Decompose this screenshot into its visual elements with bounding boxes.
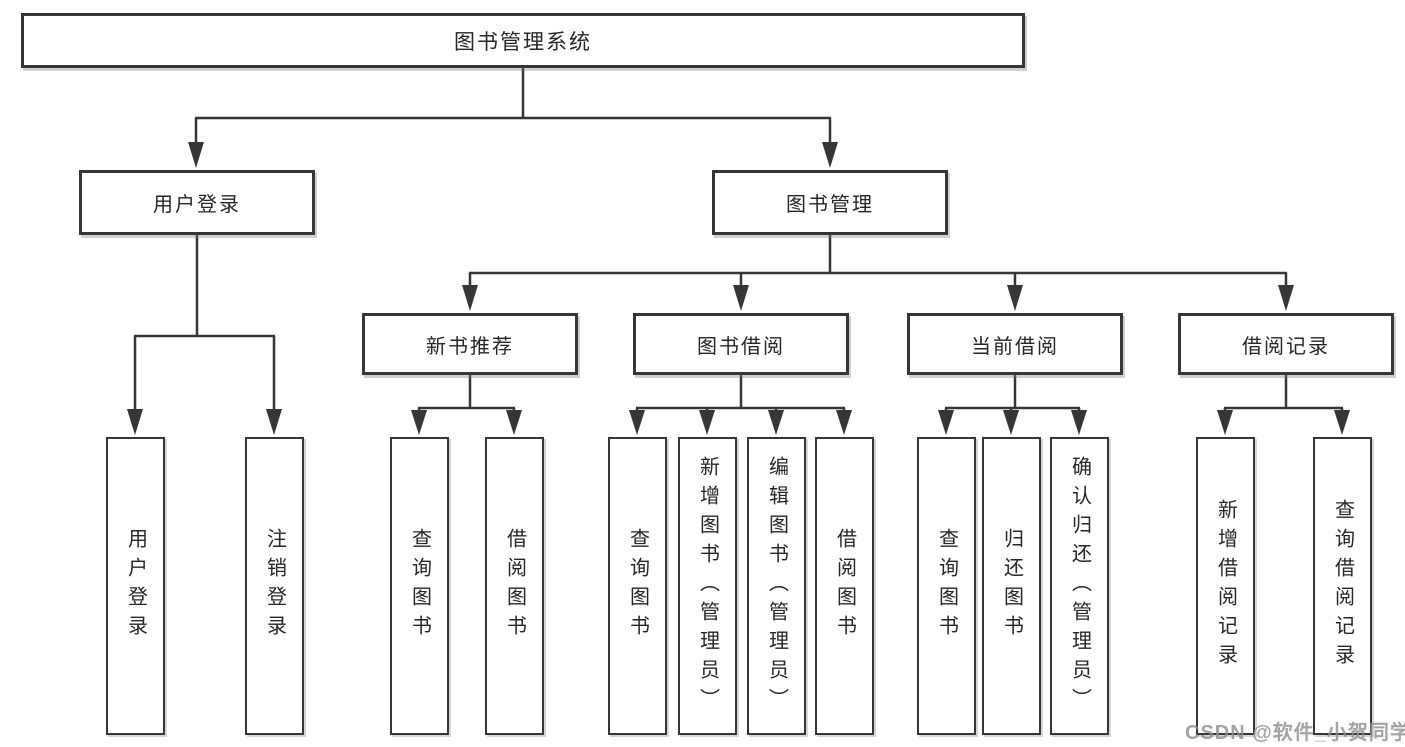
leaf-confirm-return-admin-label: 确认归还（管理员） <box>1068 455 1091 717</box>
node-new-book-recommend-label: 新书推荐 <box>426 335 514 358</box>
node-book-management-label: 图书管理 <box>786 194 874 216</box>
leaf-user-login-label: 用户登录 <box>124 528 147 644</box>
leaf-logout: 注销登录 <box>245 437 304 735</box>
leaf-add-borrow-record: 新增借阅记录 <box>1196 437 1255 735</box>
leaf-query-books-current-label: 查询图书 <box>935 528 958 644</box>
node-root-label: 图书管理系统 <box>454 30 592 54</box>
leaf-confirm-return-admin: 确认归还（管理员） <box>1050 437 1109 735</box>
leaf-query-borrow-record-label: 查询借阅记录 <box>1331 499 1354 673</box>
leaf-add-book-admin: 新增图书（管理员） <box>678 437 737 735</box>
leaf-borrow-books-recommend-label: 借阅图书 <box>503 528 526 644</box>
leaf-query-books-borrow-label: 查询图书 <box>626 528 649 644</box>
node-borrow-records: 借阅记录 <box>1178 313 1394 375</box>
node-current-borrow: 当前借阅 <box>907 313 1123 375</box>
leaf-borrow-books-borrow: 借阅图书 <box>815 437 874 735</box>
leaf-logout-label: 注销登录 <box>263 528 286 644</box>
node-book-management: 图书管理 <box>712 170 948 235</box>
leaf-borrow-books-borrow-label: 借阅图书 <box>833 528 856 644</box>
leaf-user-login: 用户登录 <box>106 437 165 735</box>
csdn-watermark: CSDN @软件_小贺同学 <box>1185 722 1405 744</box>
leaf-query-borrow-record: 查询借阅记录 <box>1313 437 1372 735</box>
leaf-query-books-recommend: 查询图书 <box>390 437 449 735</box>
node-root: 图书管理系统 <box>21 13 1025 68</box>
node-borrow-records-label: 借阅记录 <box>1242 335 1330 358</box>
node-current-borrow-label: 当前借阅 <box>971 335 1059 358</box>
node-user-login: 用户登录 <box>79 170 315 235</box>
node-new-book-recommend: 新书推荐 <box>362 313 578 375</box>
leaf-add-borrow-record-label: 新增借阅记录 <box>1214 499 1237 673</box>
leaf-return-book: 归还图书 <box>982 437 1041 735</box>
node-book-borrow: 图书借阅 <box>633 313 849 375</box>
leaf-add-book-admin-label: 新增图书（管理员） <box>696 455 719 717</box>
leaf-return-book-label: 归还图书 <box>1000 528 1023 644</box>
node-user-login-label: 用户登录 <box>153 194 241 216</box>
leaf-query-books-recommend-label: 查询图书 <box>408 528 431 644</box>
leaf-borrow-books-recommend: 借阅图书 <box>485 437 544 735</box>
leaf-query-books-borrow: 查询图书 <box>608 437 667 735</box>
leaf-edit-book-admin: 编辑图书（管理员） <box>747 437 806 735</box>
leaf-edit-book-admin-label: 编辑图书（管理员） <box>765 455 788 717</box>
leaf-query-books-current: 查询图书 <box>917 437 976 735</box>
node-book-borrow-label: 图书借阅 <box>697 335 785 358</box>
